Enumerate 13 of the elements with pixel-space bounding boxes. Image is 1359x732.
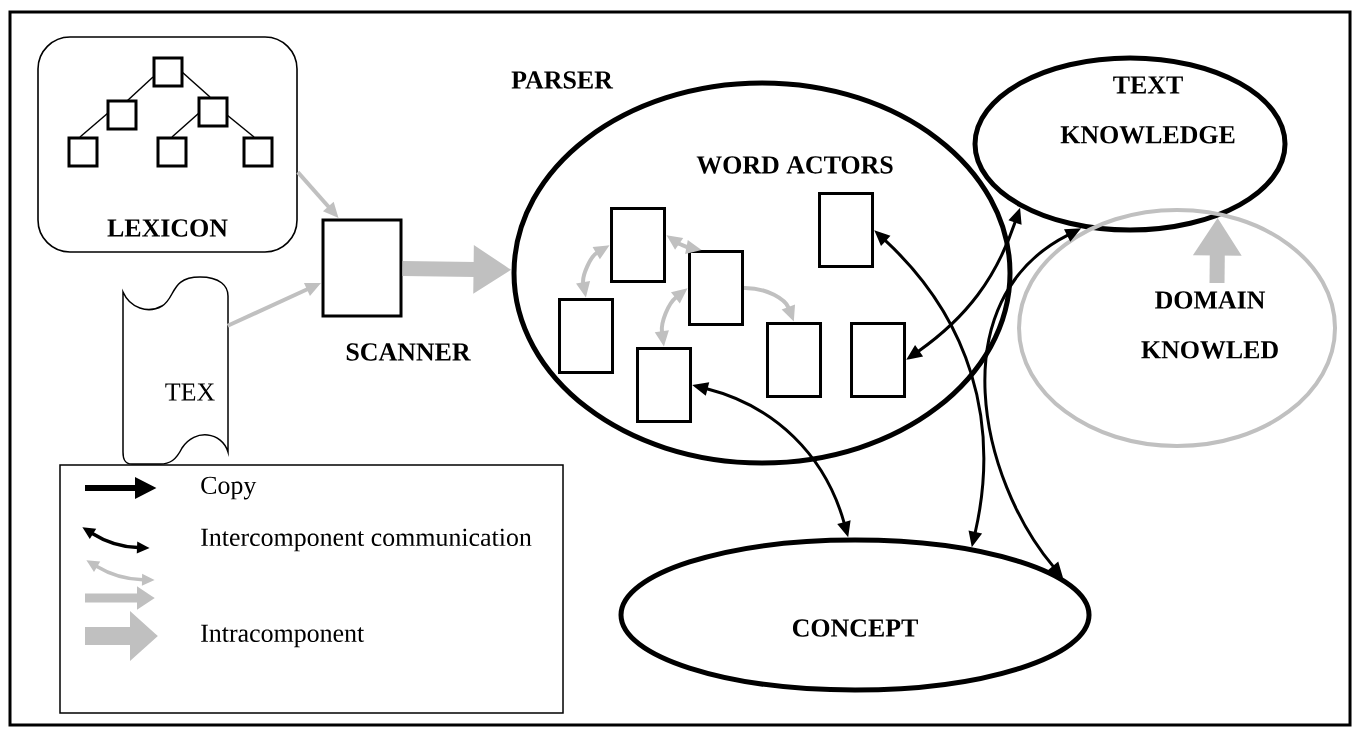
parser-label: PARSER [511, 71, 614, 89]
word-actor-box [850, 322, 906, 398]
scanner-label: SCANNER [346, 343, 471, 361]
word-actor-box [636, 347, 692, 423]
word-actor-box [610, 207, 666, 283]
word-actor-box [766, 322, 822, 398]
legend-text: Intercomponent communication [201, 528, 532, 552]
legend-text: Intracomponent [201, 624, 365, 648]
word-actor-box [688, 250, 744, 326]
lexicon-box: LEXICON [37, 36, 298, 253]
word-actor-box [558, 298, 614, 374]
legend-text: Copy [201, 476, 257, 500]
word-actor-box [818, 192, 874, 268]
